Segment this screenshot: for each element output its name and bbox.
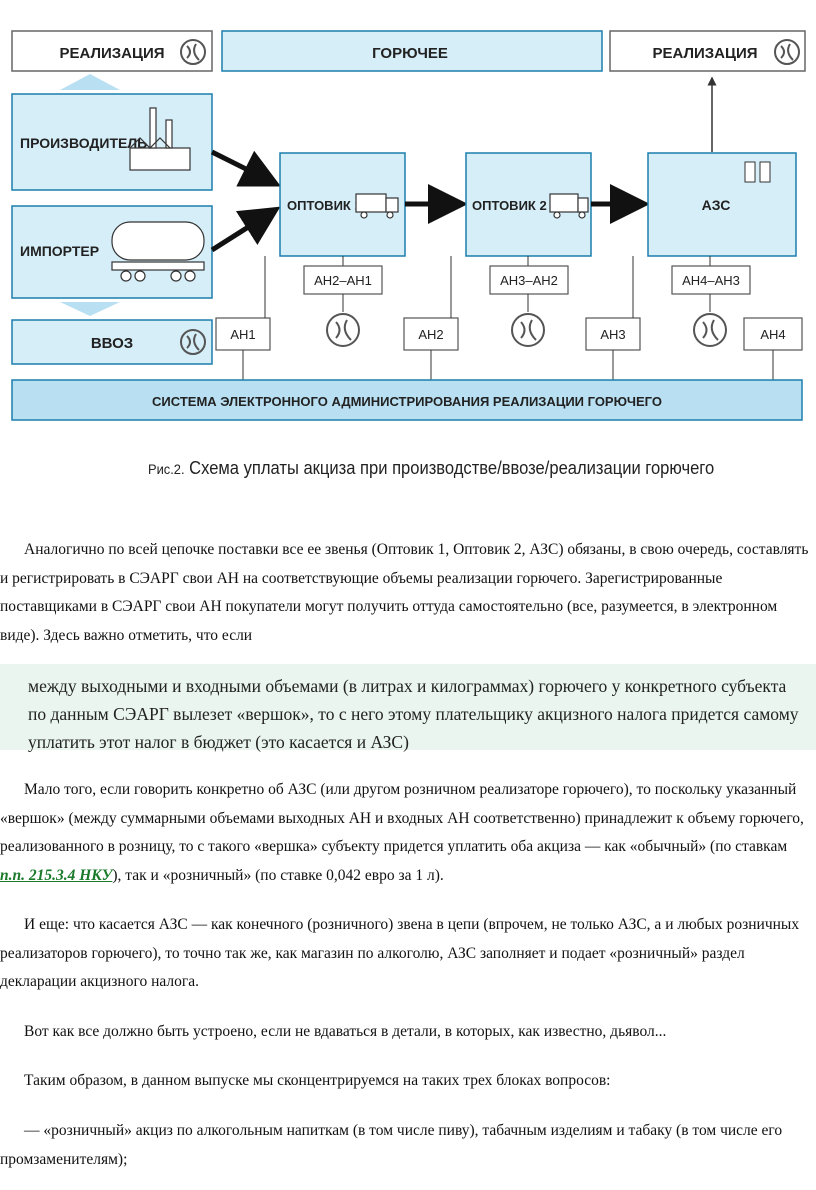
seal-icon xyxy=(326,313,360,347)
system-label: СИСТЕМА ЭЛЕКТРОННОГО АДМИНИСТРИРОВАНИЯ Р… xyxy=(152,394,662,409)
an32-box xyxy=(489,265,569,295)
top-right-box xyxy=(609,30,806,72)
station-label: АЗС xyxy=(702,197,731,213)
law-reference-link[interactable]: п.п. 215.3.4 НКУ xyxy=(0,866,113,884)
wholesaler2-label: ОПТОВИК 2 xyxy=(472,198,547,213)
paragraph-5: Таким образом, в данном выпуске мы сконц… xyxy=(0,1067,812,1096)
seal-icon xyxy=(693,313,727,347)
wholesaler1-label: ОПТОВИК 1 xyxy=(287,198,362,213)
paragraph-2-text-a: Мало того, если говорить конкретно об АЗ… xyxy=(0,781,804,855)
producer-box xyxy=(11,93,213,191)
an3-label: АН3 xyxy=(600,327,625,342)
top-left-box xyxy=(11,30,213,72)
station-box xyxy=(647,152,797,257)
an43-box xyxy=(671,265,751,295)
import-label: ВВОЗ xyxy=(91,335,133,352)
figure-number: Рис.2. xyxy=(148,461,185,477)
producer-label: ПРОИЗВОДИТЕЛЬ xyxy=(20,135,147,151)
paragraph-1: Аналогично по всей цепочке поставки все … xyxy=(0,536,812,650)
import-box xyxy=(11,319,213,365)
an4-label: АН4 xyxy=(760,327,785,342)
paragraph-6-text: — «розничный» акциз по алкогольным напит… xyxy=(0,1122,783,1168)
top-left-label: РЕАЛИЗАЦИЯ xyxy=(59,45,164,62)
tank-wagon-icon xyxy=(111,221,205,282)
an32-label: АН3–АН2 xyxy=(500,273,558,288)
figure-caption-text: Схема уплаты акциза при производстве/вво… xyxy=(184,458,715,478)
system-band xyxy=(11,379,803,421)
truck-icon xyxy=(355,193,399,219)
paragraph-3: И еще: что касается АЗС — как конечного … xyxy=(0,911,812,997)
paragraph-1-text: Аналогично по всей цепочке поставки все … xyxy=(0,541,809,644)
highlighted-quote: между выходными и входными объемами (в л… xyxy=(0,664,816,752)
paragraph-3-text: И еще: что касается АЗС — как конечного … xyxy=(0,916,800,990)
paragraph-4: Вот как все должно быть устроено, если н… xyxy=(0,1018,812,1047)
top-right-label: РЕАЛИЗАЦИЯ xyxy=(652,45,757,62)
figure-caption: Рис.2. Схема уплаты акциза при производс… xyxy=(148,458,714,479)
seal-icon xyxy=(774,39,800,65)
seal-icon xyxy=(180,329,206,355)
seal-icon xyxy=(180,39,206,65)
truck-icon xyxy=(549,193,589,219)
an21-label: АН2–АН1 xyxy=(314,273,372,288)
an43-label: АН4–АН3 xyxy=(682,273,740,288)
an1-label: АН1 xyxy=(230,327,255,342)
an4-box xyxy=(743,317,803,351)
paragraph-6: — «розничный» акциз по алкогольным напит… xyxy=(0,1117,812,1174)
top-center-label: ГОРЮЧЕЕ xyxy=(372,45,448,62)
paragraph-2: Мало того, если говорить конкретно об АЗ… xyxy=(0,776,812,890)
top-center-box xyxy=(221,30,603,72)
paragraph-5-text: Таким образом, в данном выпуске мы сконц… xyxy=(24,1072,611,1089)
fuel-pump-icon xyxy=(744,161,771,183)
an21-box xyxy=(303,265,383,295)
excise-scheme-diagram: РЕАЛИЗАЦИЯ ГОРЮЧЕЕ РЕАЛИЗАЦИЯ ПРОИЗВОДИТ… xyxy=(11,30,806,421)
seal-icon xyxy=(511,313,545,347)
paragraph-4-text: Вот как все должно быть устроено, если н… xyxy=(24,1023,667,1040)
an1-box xyxy=(215,317,271,351)
importer-label: ИМПОРТЕР xyxy=(20,243,99,259)
quote-text: между выходными и входными объемами (в л… xyxy=(28,676,799,752)
factory-icon xyxy=(129,107,191,171)
paragraph-2-text-b: ), так и «розничный» (по ставке 0,042 ев… xyxy=(112,866,444,884)
an2-label: АН2 xyxy=(418,327,443,342)
